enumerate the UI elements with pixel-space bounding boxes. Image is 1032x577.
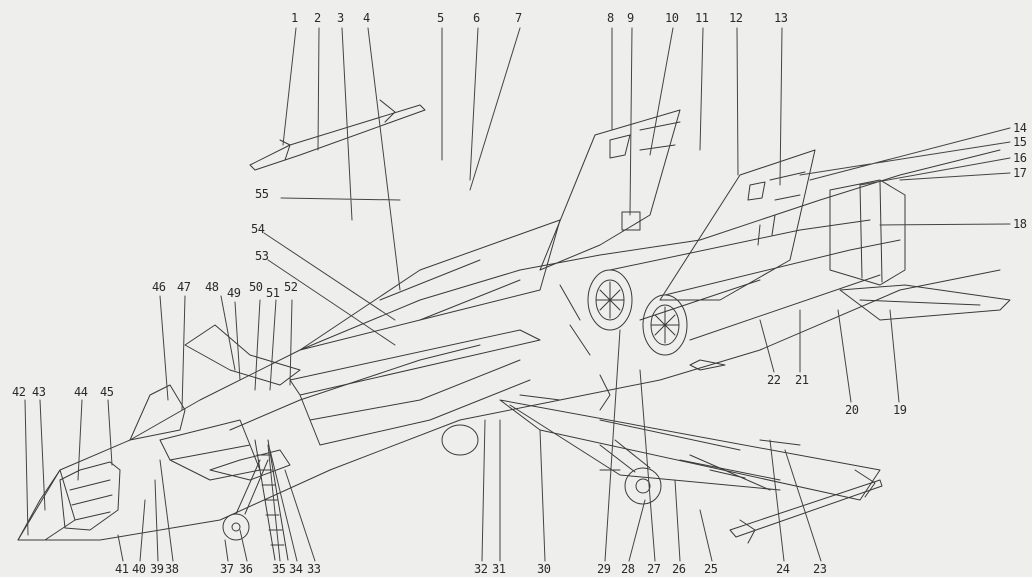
vertical-tail-left <box>539 109 681 271</box>
leader-lines <box>24 27 1011 562</box>
right-wing <box>299 219 561 351</box>
left-wing <box>499 399 881 501</box>
gun-drum <box>441 424 479 456</box>
wingtip-missile-lower <box>729 479 883 538</box>
boarding-ladder <box>254 439 289 561</box>
lex <box>229 344 481 431</box>
nose-cone <box>17 469 76 541</box>
canopy <box>129 384 186 441</box>
main-landing-gear-wheel <box>624 467 662 505</box>
vertical-tail-right <box>659 149 816 301</box>
horizontal-stabilizer <box>839 284 1011 321</box>
nose-landing-gear-wheel <box>222 513 250 541</box>
fuselage-outline <box>17 149 1001 541</box>
wingtip-missile-upper <box>249 104 426 171</box>
engine-exhaust <box>829 179 906 286</box>
ejection-seat <box>59 461 121 531</box>
canopy-frame-open <box>184 324 301 386</box>
